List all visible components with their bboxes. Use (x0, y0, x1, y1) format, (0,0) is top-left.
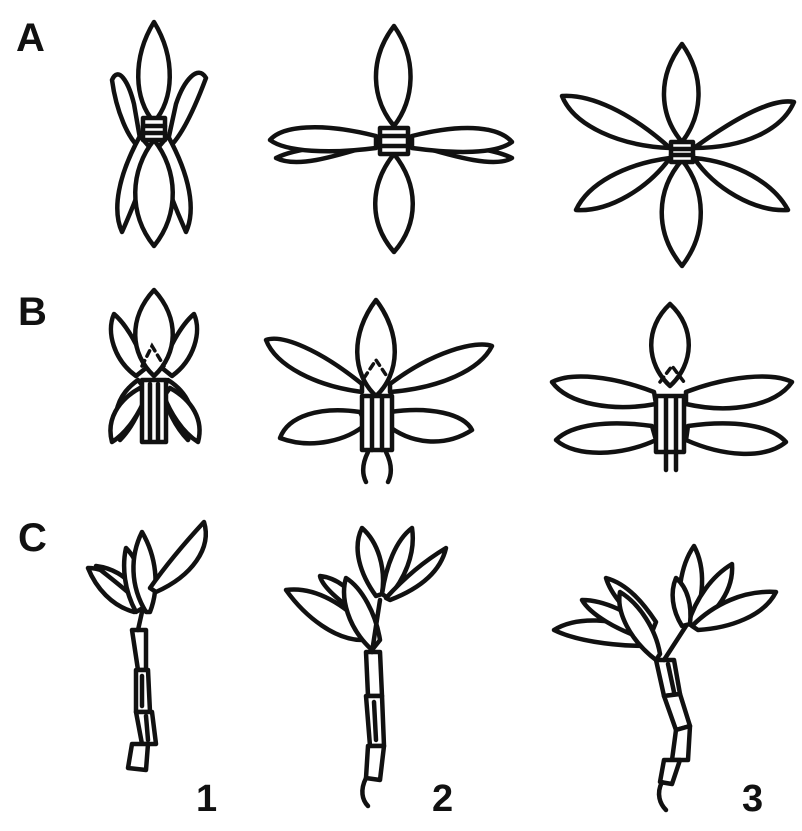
plant-c1 (88, 522, 206, 770)
plant-c2 (286, 528, 446, 806)
row-label-a: A (16, 18, 45, 58)
flower-b3 (552, 304, 792, 470)
column-label-1: 1 (196, 780, 217, 818)
row-label-b: B (18, 292, 47, 332)
flower-a3 (562, 44, 794, 266)
plant-c3 (554, 546, 776, 810)
flower-b1 (110, 290, 199, 442)
column-label-3: 3 (742, 780, 763, 818)
flower-a1 (112, 22, 206, 246)
flower-b2 (266, 300, 492, 482)
row-label-c: C (18, 518, 47, 558)
flower-a2 (270, 26, 512, 252)
column-label-2: 2 (432, 780, 453, 818)
